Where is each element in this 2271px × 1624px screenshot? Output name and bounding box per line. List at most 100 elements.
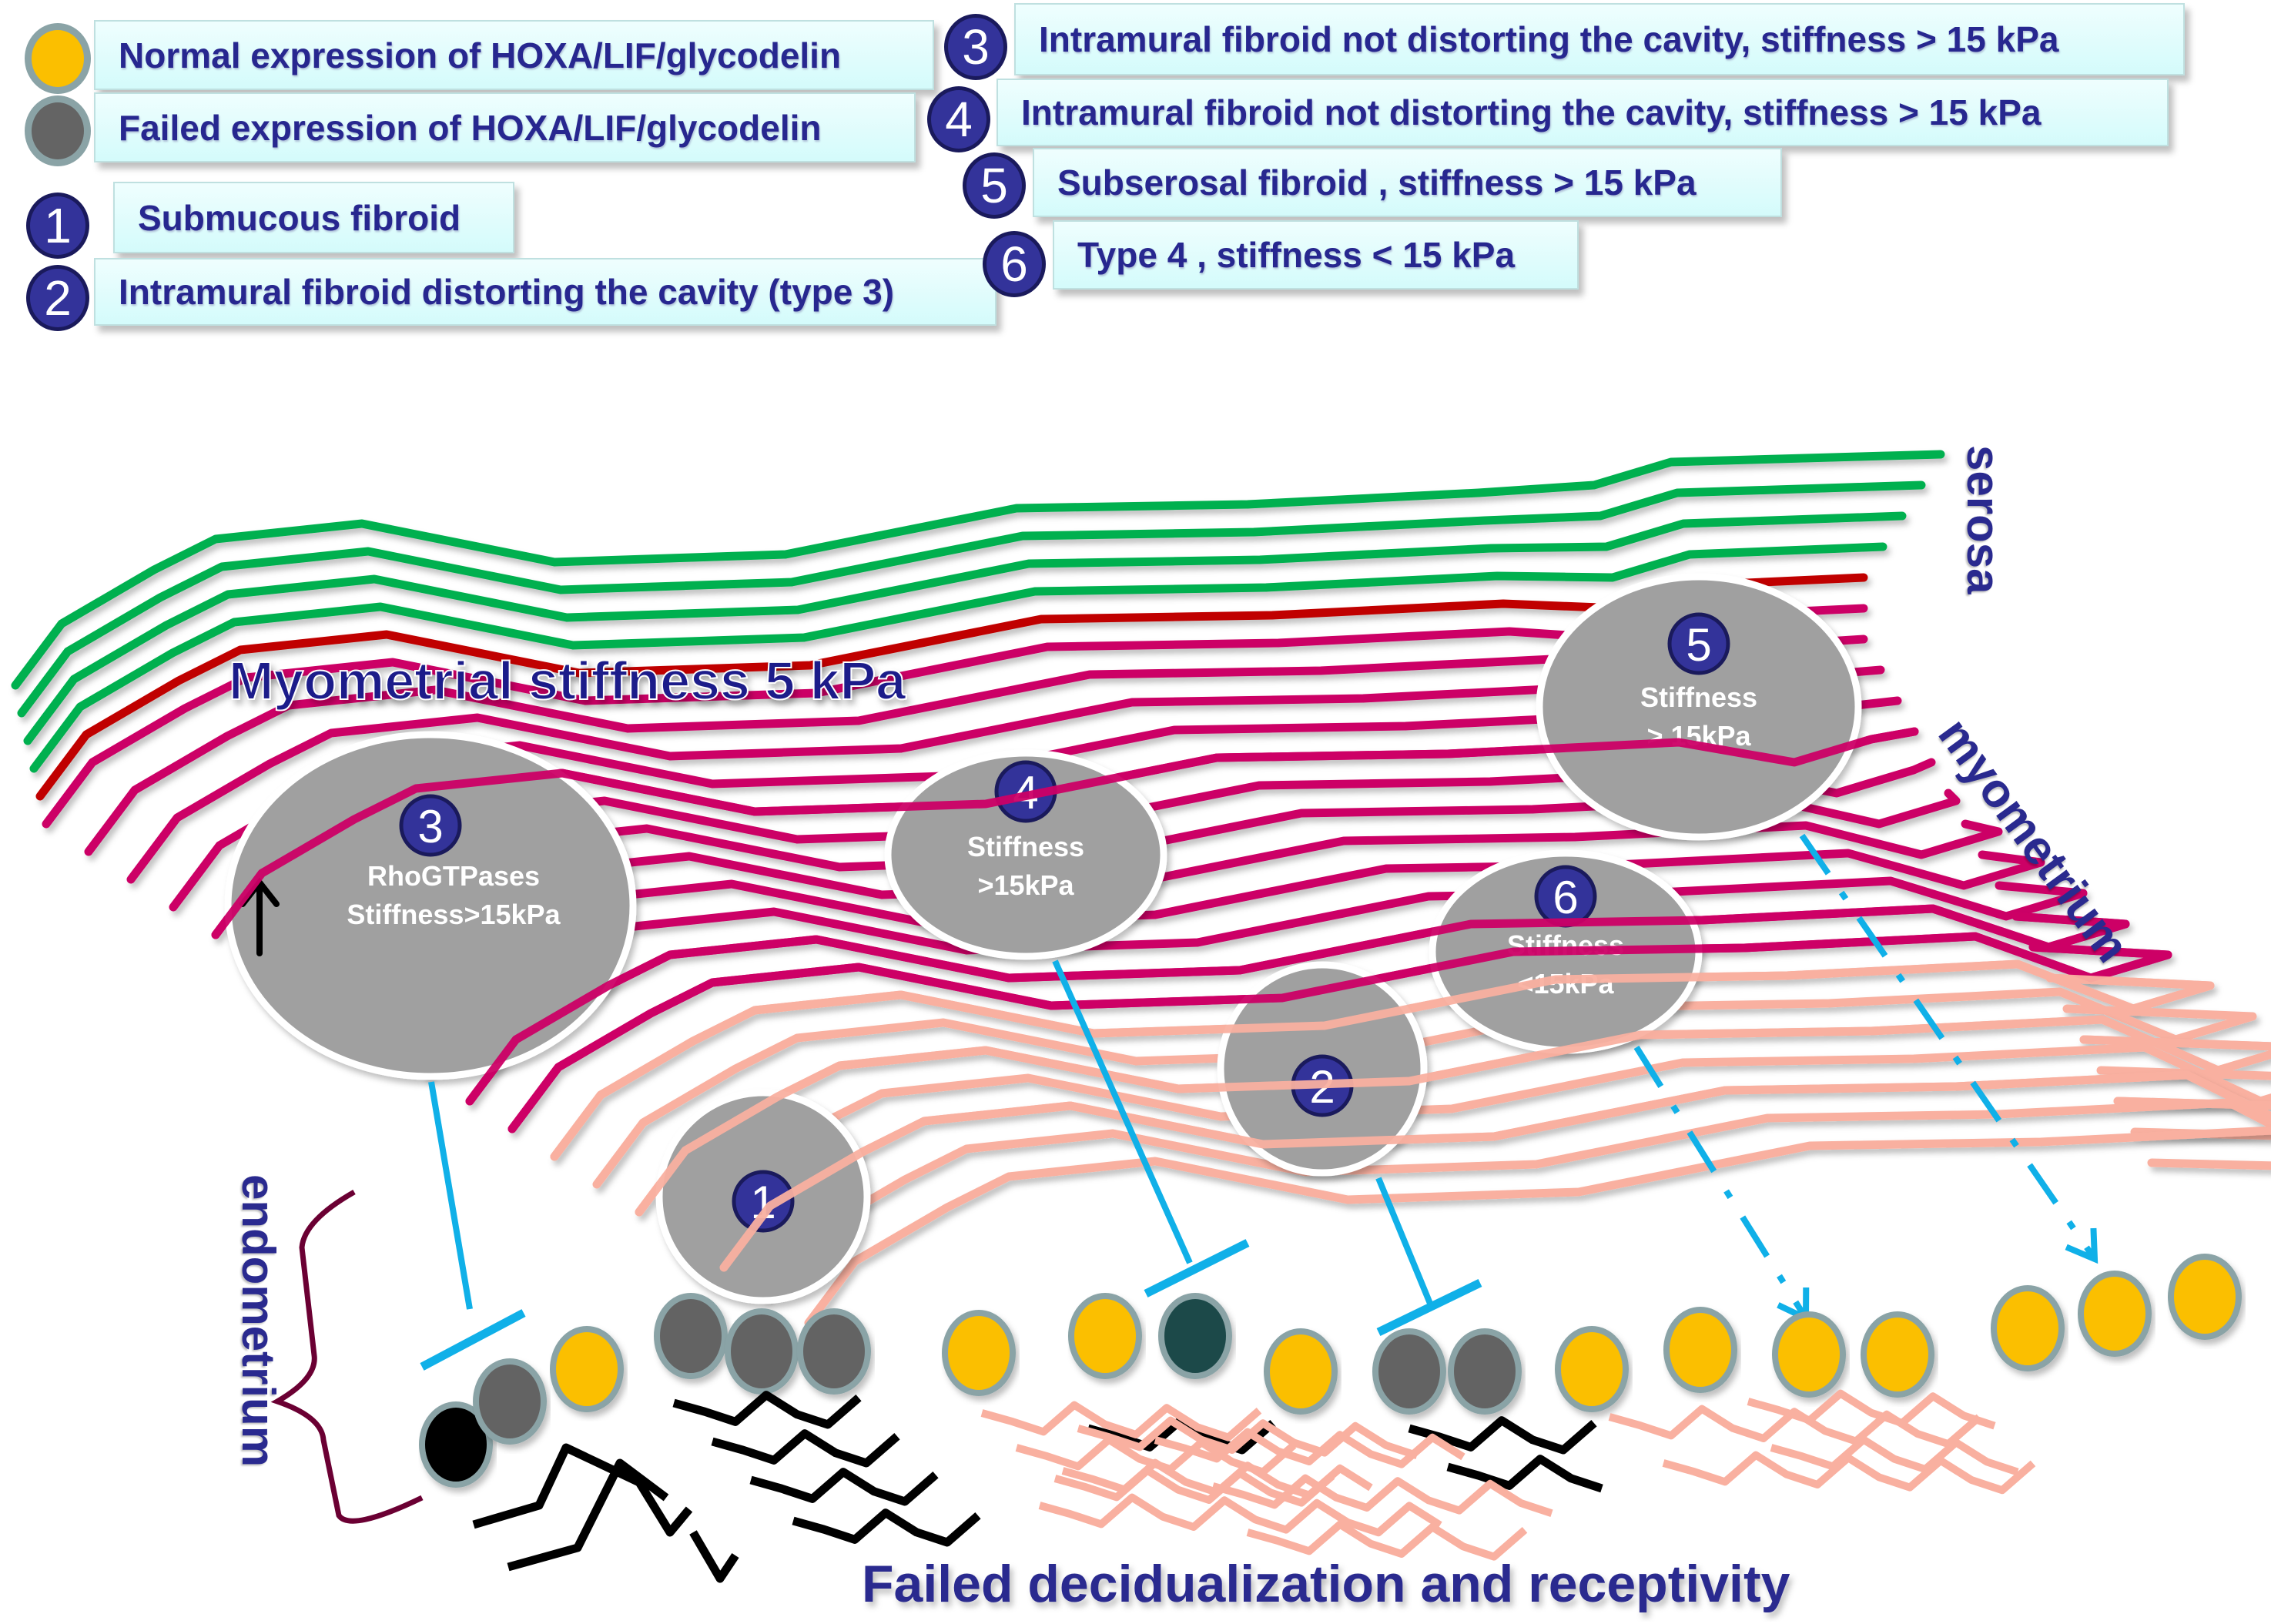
normal-cell [1068, 1293, 1142, 1379]
failed-cell-swatch [25, 95, 91, 166]
fibroid-label: Stiffness [967, 831, 1084, 862]
normal-cell [2168, 1254, 2242, 1340]
inhibition-arrow [1052, 959, 1250, 1298]
failed-cell [1372, 1328, 1446, 1415]
fibroids: 3RhoGTPasesStiffness>15kPa4Stiffness>15k… [224, 573, 1862, 1304]
normal-cell [942, 1310, 1016, 1396]
inhibition-line [428, 1081, 473, 1310]
layer-line-overlay [719, 1070, 2271, 1272]
legend-label: Submucous fibroid [138, 197, 461, 238]
dashed-arrow-5 [1799, 833, 2098, 1264]
overlying-layer-lines [211, 727, 2271, 1272]
legend-fibroid-5: Subserosal fibroid , stiffness > 15 kPa [1033, 148, 1782, 217]
serosa-line [23, 511, 1907, 745]
caption-failed-decidualization: Failed decidualization and receptivity [862, 1555, 1790, 1613]
legend-normal-expression: Normal expression of HOXA/LIF/glycodelin [94, 20, 934, 90]
fragmented-stroma [472, 1389, 2036, 1583]
number-badge-2: 2 [26, 265, 89, 331]
endometrium-line [762, 1098, 2271, 1300]
normal-cell [1555, 1326, 1629, 1412]
inhibition-arrow [420, 1081, 526, 1371]
pink-stroma-fragment [1747, 1389, 1996, 1430]
fibroid-label: Stiffness [1507, 929, 1624, 961]
normal-cell [550, 1326, 624, 1412]
fibroid-label: Stiffness>15kPa [347, 899, 561, 930]
pink-stroma-fragment [1211, 1474, 1553, 1517]
number-badge-3: 3 [944, 14, 1007, 80]
legend-label: Subserosal fibroid , stiffness > 15 kPa [1057, 162, 1697, 203]
normal-cell [1772, 1311, 1846, 1398]
normal-cell [1264, 1328, 1338, 1415]
legend-label: Type 4 , stiffness < 15 kPa [1077, 235, 1516, 275]
legend-label: Normal expression of HOXA/LIF/glycodelin [119, 35, 842, 75]
failed-cell [725, 1308, 799, 1395]
pink-stroma-fragment [1246, 1520, 1528, 1561]
layer-line-overlay [550, 959, 2215, 1161]
legend-label: Failed expression of HOXA/LIF/glycodelin [119, 107, 822, 148]
myometrial-stiffness-label: Myometrial stiffness 5 kPa [229, 651, 906, 711]
badge-number: 6 [1553, 872, 1578, 923]
inhibition-bar [420, 1309, 526, 1371]
failed-cell [473, 1358, 547, 1445]
legend-failed-expression: Failed expression of HOXA/LIF/glycodelin [94, 92, 916, 162]
black-stroma-fragment [711, 1429, 900, 1468]
black-stroma-fragment [1408, 1416, 1597, 1455]
inhibition-line [1375, 1177, 1435, 1311]
black-stroma-fragment [672, 1391, 862, 1429]
serosa-line [29, 542, 1887, 773]
serosa-line [17, 481, 1926, 718]
darkteal-cell [1158, 1293, 1232, 1379]
inhibition-arrows [420, 833, 2098, 1371]
layer-line-overlay [635, 1015, 2271, 1217]
pink-stroma-fragment [1770, 1435, 2019, 1476]
legend-label: Intramural fibroid distorting the cavity… [119, 272, 895, 312]
fibroid-label: Stiffness [1640, 681, 1757, 713]
inhibition-arrow [1375, 1177, 1482, 1336]
fibroid-ellipse [224, 731, 637, 1080]
legend-fibroid-4: Intramural fibroid not distorting the ca… [996, 79, 2169, 146]
serosa-label: serosa [1958, 445, 2009, 594]
legend-fibroid-3: Intramural fibroid not distorting the ca… [1014, 3, 2185, 75]
black-stroma-fragment [749, 1468, 939, 1506]
number-badge [399, 794, 462, 857]
fibroid-1: 1 [655, 1089, 871, 1304]
pink-stroma-fragment [980, 1401, 1262, 1442]
normal-cell [1991, 1285, 2065, 1371]
normal-cell-swatch [25, 23, 91, 94]
fibroid-label: RhoGTPases [367, 860, 540, 892]
black-stroma-fragment [792, 1508, 981, 1547]
badge-number: 3 [417, 801, 443, 852]
legend-label: Intramural fibroid not distorting the ca… [1039, 19, 2059, 59]
layer-line-overlay [211, 727, 1919, 939]
serosa-line [11, 450, 1945, 690]
dashed-line [1799, 833, 2098, 1261]
endometrium-bracket [270, 1189, 424, 1524]
inhibition-bar [1376, 1279, 1482, 1336]
number-badge-1: 1 [26, 193, 89, 259]
fibroid-ellipse [1536, 573, 1862, 841]
pink-stroma-fragment [1038, 1493, 1442, 1537]
number-badge-5: 5 [963, 152, 1026, 219]
inhibition-line [1052, 959, 1193, 1264]
arrowhead-icon [2065, 1227, 2098, 1264]
normal-cell [2078, 1271, 2152, 1357]
number-badge-4: 4 [927, 86, 990, 152]
fibroid-label: >15kPa [977, 869, 1074, 901]
normal-cell [1663, 1307, 1737, 1393]
inhibition-bar [1144, 1239, 1250, 1298]
legend-fibroid-2: Intramural fibroid distorting the cavity… [94, 258, 996, 326]
black-stroma-fragment [472, 1443, 739, 1583]
number-badge-6: 6 [983, 231, 1046, 297]
black-stroma-fragment [1446, 1455, 1603, 1493]
normal-cell [1861, 1311, 1934, 1398]
endometrium-line [804, 1126, 2271, 1328]
legend-fibroid-1: Submucous fibroid [113, 182, 514, 253]
endometrial-cells [270, 1189, 2242, 1524]
failed-cell [654, 1293, 728, 1379]
number-badge [732, 1170, 795, 1233]
failed-cell [797, 1308, 871, 1395]
endometrium-label: endometrium [233, 1174, 284, 1468]
